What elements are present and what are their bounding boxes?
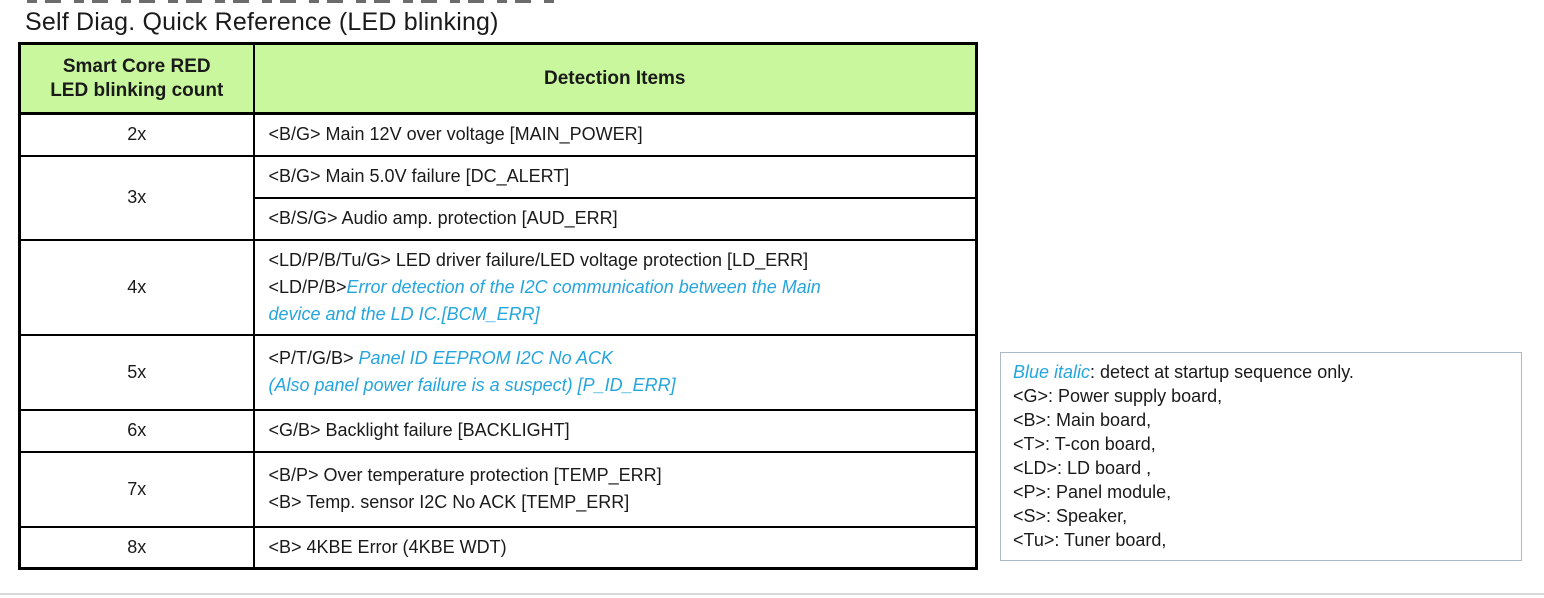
header-blink-count-line1: Smart Core RED [62,55,211,77]
blue-italic-text: device and the LD IC.[BCM_ERR] [268,303,540,324]
legend-line: <Tu>: Tuner board, [1013,528,1509,552]
detection-item-cell: <LD/P/B/Tu/G> LED driver failure/LED vol… [252,238,978,336]
table-row: 4x <LD/P/B/Tu/G> LED driver failure/LED v… [18,238,978,336]
detection-item-line: <B/P> Over temperature protection [TEMP_… [269,462,966,489]
header-detection-items: Detection Items [252,42,978,115]
legend-box: Blue italic: detect at startup sequence … [1000,352,1522,561]
legend-line: <T>: T-con board, [1013,432,1509,456]
plain-text: <G>: Power supply board, [1013,386,1223,406]
detection-item-line: <LD/P/B>Error detection of the I2C commu… [269,274,966,301]
plain-text: <LD/P/B> [268,276,347,297]
plain-text: <Tu>: Tuner board, [1013,530,1167,550]
plain-text: <B/G> Main 5.0V failure [DC_ALERT] [268,166,570,186]
detection-item-line: <P/T/G/B> Panel ID EEPROM I2C No ACK [269,345,966,372]
detection-item-cell: <B/S/G> Audio amp. protection [AUD_ERR] [252,197,978,241]
page-divider [0,593,1544,595]
blink-count-cell: 8x [18,525,255,570]
clipped-text-artifact [27,0,557,3]
detection-item-cell: <B/G> Main 12V over voltage [MAIN_POWER] [252,112,978,157]
blink-count-cell: 2x [18,112,255,157]
blink-count-cell: 7x [18,450,255,528]
plain-text: <S>: Speaker, [1013,506,1128,526]
header-blink-count-line2: LED blinking count [50,79,224,101]
plain-text: <P>: Panel module, [1013,482,1172,502]
table-row: 8x <B> 4KBE Error (4KBE WDT) [18,525,978,570]
detection-item-line: <B> 4KBE Error (4KBE WDT) [269,534,966,561]
plain-text: : detect at startup sequence only. [1090,362,1354,382]
blink-count-cell: 6x [18,408,255,453]
legend-line: <G>: Power supply board, [1013,384,1509,408]
legend-line: <P>: Panel module, [1013,480,1509,504]
page-title: Self Diag. Quick Reference (LED blinking… [25,8,499,36]
table-row: 2x <B/G> Main 12V over voltage [MAIN_POWE… [18,112,978,157]
detection-item-cell: <B> 4KBE Error (4KBE WDT) [252,525,978,570]
legend-line: <B>: Main board, [1013,408,1509,432]
plain-text: <LD/P/B/Tu/G> LED driver failure/LED vol… [268,249,809,270]
detection-item-cell: <B/P> Over temperature protection [TEMP_… [252,450,978,528]
detection-item-line: <B> Temp. sensor I2C No ACK [TEMP_ERR] [269,489,966,516]
table-body: 2x <B/G> Main 12V over voltage [MAIN_POWE… [18,112,978,570]
self-diag-table: Smart Core RED LED blinking count Detect… [18,42,978,570]
legend-line: Blue italic: detect at startup sequence … [1013,360,1509,384]
plain-text: <B> 4KBE Error (4KBE WDT) [268,536,507,557]
detection-item-line: <G/B> Backlight failure [BACKLIGHT] [269,417,966,444]
detection-item-line: <LD/P/B/Tu/G> LED driver failure/LED vol… [269,247,966,274]
plain-text: <B> Temp. sensor I2C No ACK [TEMP_ERR] [268,492,630,512]
table-row: 3x <B/G> Main 5.0V failure [DC_ALERT] [18,154,978,241]
blink-count-cell: 4x [18,238,255,336]
table-header-row: Smart Core RED LED blinking count Detect… [18,42,978,115]
detection-item-line: (Also panel power failure is a suspect) … [269,372,966,399]
detection-item-line: <B/G> Main 5.0V failure [DC_ALERT] [269,163,966,190]
plain-text: <LD>: LD board , [1013,458,1152,478]
legend-line: <S>: Speaker, [1013,504,1509,528]
table-row: <B/S/G> Audio amp. protection [AUD_ERR] [20,197,978,241]
table-row: 6x <G/B> Backlight failure [BACKLIGHT] [18,408,978,453]
plain-text: <T>: T-con board, [1013,434,1156,454]
plain-text: <B/G> Main 12V over voltage [MAIN_POWER] [268,124,643,145]
header-blink-count: Smart Core RED LED blinking count [18,42,255,115]
table-row: 7x <B/P> Over temperature protection [TEM… [18,450,978,528]
plain-text: <B/P> Over temperature protection [TEMP_… [268,465,662,485]
legend-line: <LD>: LD board , [1013,456,1509,480]
plain-text: <P/T/G/B> [268,348,359,368]
blue-italic-text: Error detection of the I2C communication… [346,276,821,297]
table-row: 5x <P/T/G/B> Panel ID EEPROM I2C No ACK (A… [18,333,978,411]
blue-italic-text: (Also panel power failure is a suspect) … [268,375,676,395]
detection-item-line: <B/G> Main 12V over voltage [MAIN_POWER] [269,121,966,148]
plain-text: <B/S/G> Audio amp. protection [AUD_ERR] [268,208,618,228]
blue-italic-text: Blue italic [1013,362,1091,382]
blink-count-cell: 5x [18,333,255,411]
blue-italic-text: Panel ID EEPROM I2C No ACK [358,348,613,368]
detection-item-line: device and the LD IC.[BCM_ERR] [269,301,966,328]
detection-item-cell: <B/G> Main 5.0V failure [DC_ALERT] [252,154,978,199]
blink-count-cell: 3x [18,154,255,241]
detection-item-line: <B/S/G> Audio amp. protection [AUD_ERR] [269,205,966,232]
detection-item-cell: <P/T/G/B> Panel ID EEPROM I2C No ACK (Als… [252,333,978,411]
detection-item-cell: <G/B> Backlight failure [BACKLIGHT] [252,408,978,453]
plain-text: <G/B> Backlight failure [BACKLIGHT] [268,420,570,440]
plain-text: <B>: Main board, [1013,410,1152,430]
